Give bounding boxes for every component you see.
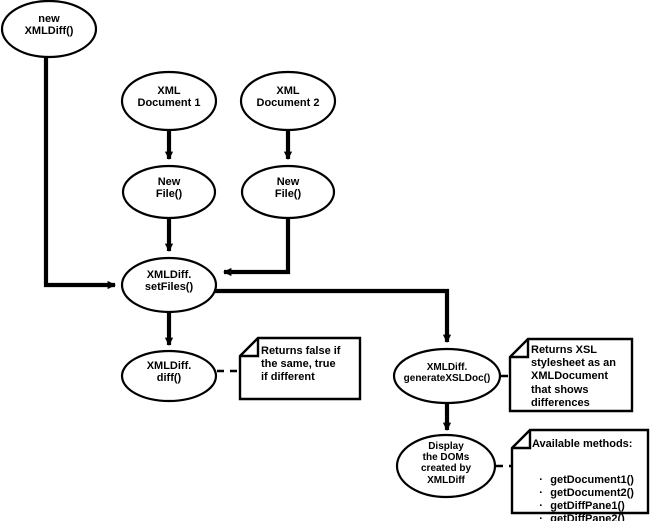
node-xmldiff-diff[interactable] [120, 349, 218, 403]
node-xmldiff-genxsl[interactable] [392, 347, 502, 405]
note-fold-methods-note [512, 430, 532, 450]
node-display-doms[interactable] [395, 433, 497, 499]
note-shape-methods-note [510, 428, 650, 515]
note-fold-genxsl-note [510, 339, 530, 359]
connector-setfiles-to-genxsl [212, 288, 452, 343]
node-new-file-1[interactable] [121, 164, 217, 220]
connector-new-xmldiff-to-setfiles [43, 57, 116, 290]
connector-newfile2-to-setfiles [223, 218, 291, 277]
node-xmldiff-setfiles[interactable] [120, 256, 218, 314]
node-new-file-2[interactable] [240, 164, 336, 220]
note-shape-diff-note [238, 336, 362, 401]
node-new-xmldiff[interactable] [0, 0, 98, 59]
note-shape-genxsl-note [508, 337, 634, 413]
node-xml-document-1[interactable] [120, 70, 218, 132]
note-fold-diff-note [240, 338, 260, 358]
node-xml-document-2[interactable] [239, 70, 337, 132]
